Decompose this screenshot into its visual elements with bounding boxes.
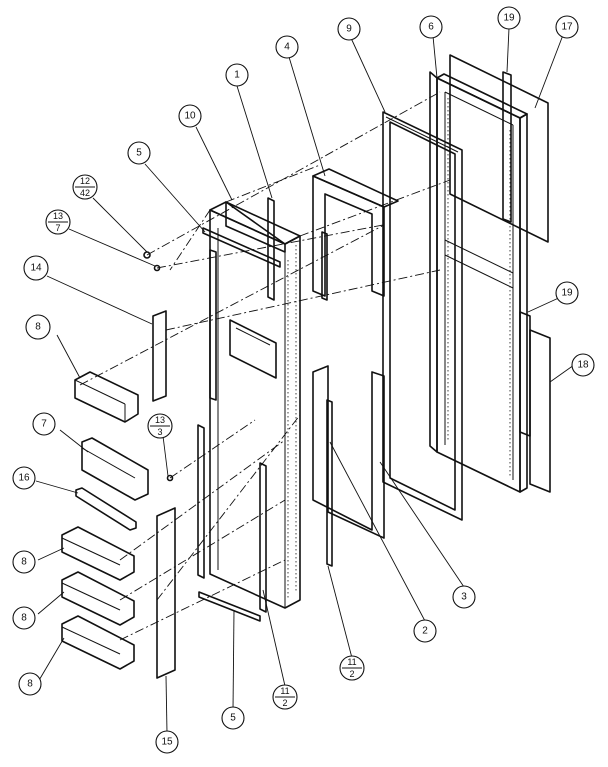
svg-text:5: 5: [230, 713, 236, 724]
callout-12-42: 12 42: [72, 174, 98, 200]
svg-text:42: 42: [80, 188, 90, 198]
bar-5-lower: [198, 591, 261, 622]
screw-13-lower: [166, 474, 174, 482]
callout-11-2-right: 11 2: [339, 655, 365, 681]
trim-panel-17: [449, 54, 549, 243]
svg-text:13: 13: [155, 415, 165, 425]
door-bin-7: [81, 437, 149, 501]
callout-8-top: 8: [25, 314, 51, 340]
door-bin-8-top: [74, 371, 139, 423]
svg-text:6: 6: [428, 22, 434, 33]
rail-left-lower: [197, 424, 205, 579]
svg-text:8: 8: [27, 679, 33, 690]
svg-text:4: 4: [284, 42, 290, 53]
rod-11-upper: [321, 231, 328, 301]
svg-text:19: 19: [503, 13, 515, 24]
svg-text:1: 1: [234, 70, 240, 81]
svg-text:7: 7: [41, 419, 47, 430]
callouts: 1 10 5 12 42 13 7 14 8: [12, 6, 595, 754]
callout-13-7: 13 7: [45, 209, 71, 235]
rail-left-upper: [209, 249, 217, 401]
svg-text:11: 11: [347, 657, 356, 667]
svg-text:19: 19: [561, 288, 573, 299]
svg-text:10: 10: [184, 111, 196, 122]
svg-text:13: 13: [53, 211, 63, 221]
callout-17: 17: [555, 15, 579, 39]
callout-19-top: 19: [497, 6, 521, 30]
callout-5-lower: 5: [221, 706, 245, 730]
svg-text:11: 11: [280, 686, 289, 696]
callout-13-3: 13 3: [147, 413, 173, 439]
callout-10: 10: [178, 104, 202, 128]
callout-1: 1: [225, 63, 249, 87]
assembly-lines: [79, 91, 451, 641]
inner-door-liner: [209, 201, 301, 609]
door-gasket-9: [382, 111, 463, 521]
callout-6: 6: [419, 15, 443, 39]
rod-11-lower: [326, 399, 333, 567]
svg-text:3: 3: [157, 427, 162, 437]
svg-text:5: 5: [136, 148, 142, 159]
callout-8-1: 8: [12, 550, 36, 574]
svg-text:8: 8: [21, 557, 27, 568]
svg-text:12: 12: [80, 176, 90, 186]
callout-14: 14: [23, 255, 49, 281]
callout-15: 15: [155, 730, 179, 754]
svg-text:2: 2: [349, 669, 354, 679]
rail-right-lower: [259, 462, 267, 613]
svg-text:8: 8: [21, 613, 27, 624]
door-bin-8-1: [61, 526, 135, 581]
svg-text:3: 3: [461, 592, 467, 603]
leader-lines: [35, 27, 575, 734]
svg-text:17: 17: [561, 22, 573, 33]
callout-8-2: 8: [12, 606, 36, 630]
callout-16: 16: [12, 466, 36, 490]
svg-text:8: 8: [35, 322, 41, 333]
svg-text:7: 7: [55, 223, 60, 233]
callout-5-upper: 5: [127, 141, 151, 165]
callout-3: 3: [452, 585, 476, 609]
svg-text:2: 2: [282, 698, 287, 708]
callout-11-2-left: 11 2: [272, 684, 298, 710]
callout-19-lower: 19: [555, 281, 579, 305]
callout-18: 18: [571, 353, 595, 377]
svg-text:16: 16: [18, 473, 30, 484]
door-bin-8-2: [61, 571, 135, 626]
bar-5-upper: [202, 227, 281, 268]
callout-9: 9: [337, 17, 361, 41]
svg-text:14: 14: [30, 263, 42, 274]
trim-panel-18: [529, 329, 551, 493]
rail-14: [152, 310, 167, 402]
rail-15: [156, 507, 176, 679]
door-outer-panel: [429, 71, 528, 493]
strip-19-lower: [519, 311, 531, 437]
callout-2: 2: [413, 619, 437, 643]
strip-19-top: [502, 71, 512, 223]
callout-4: 4: [275, 35, 299, 59]
shelf-bar-16: [75, 487, 137, 531]
svg-text:2: 2: [422, 626, 428, 637]
rail-1: [267, 197, 275, 301]
callout-7: 7: [32, 412, 56, 436]
svg-text:15: 15: [161, 737, 173, 748]
screw-13-upper: [153, 264, 161, 272]
svg-text:18: 18: [577, 360, 589, 371]
svg-text:9: 9: [346, 24, 352, 35]
callout-8-3: 8: [18, 672, 42, 696]
